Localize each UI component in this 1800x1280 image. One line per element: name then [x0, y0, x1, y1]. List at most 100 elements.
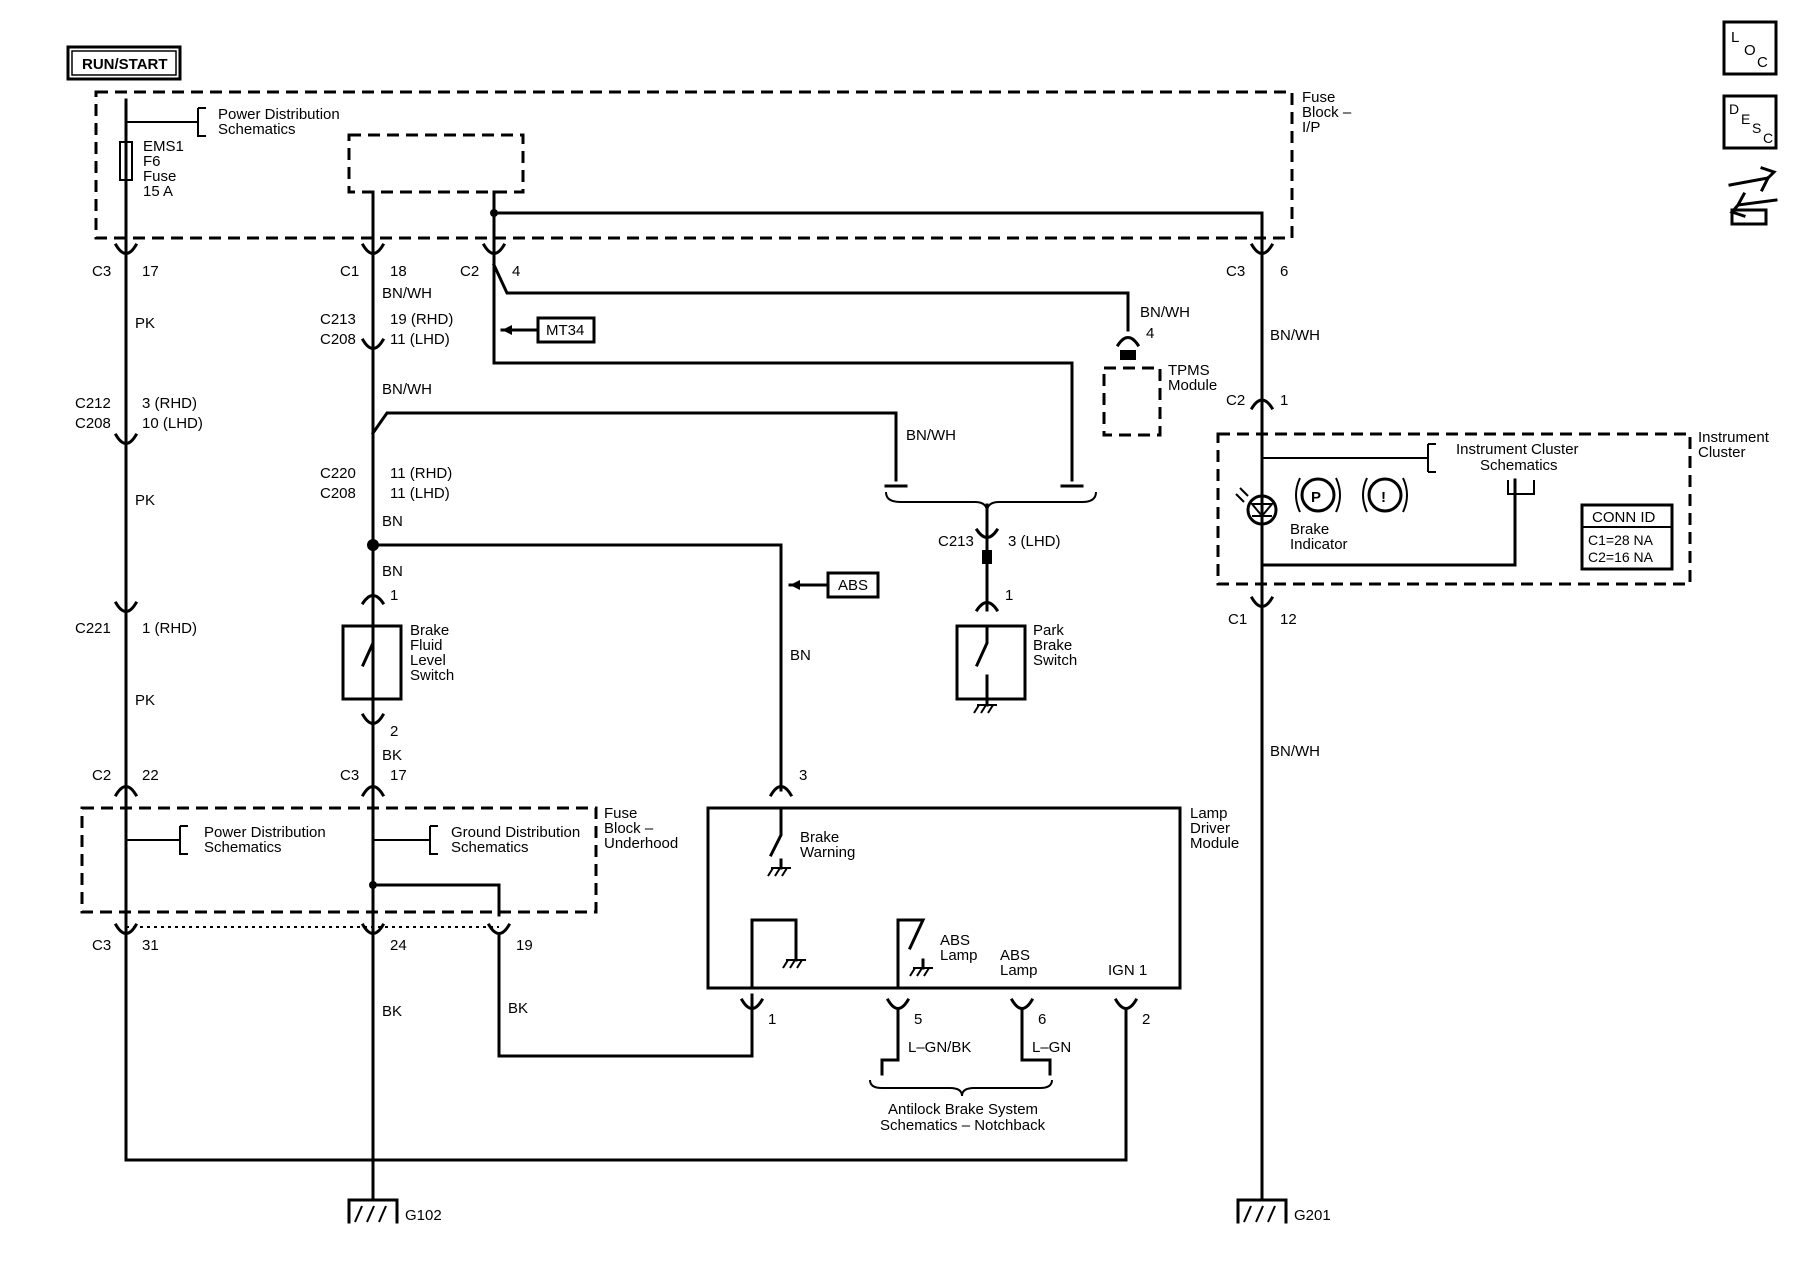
svg-text:C3: C3 — [92, 263, 111, 280]
svg-text:4: 4 — [1146, 325, 1154, 342]
location-view-button[interactable]: L O C — [1722, 20, 1778, 76]
ground-dist-ref: Ground Distribution — [451, 824, 580, 841]
harness-brace — [885, 491, 1097, 513]
park-symbol-icon: P — [1295, 477, 1341, 513]
wire-label-bn: BN — [382, 563, 403, 580]
svg-text:ABS: ABS — [940, 932, 970, 949]
ground-g102: G102 — [347, 1198, 442, 1224]
svg-text:Fuse: Fuse — [143, 168, 176, 185]
svg-text:C212: C212 — [75, 395, 111, 412]
svg-text:3 (RHD): 3 (RHD) — [142, 395, 197, 412]
svg-text:6: 6 — [1038, 1011, 1046, 1028]
svg-text:C1: C1 — [1228, 611, 1247, 628]
wire-label-pk: PK — [135, 315, 155, 332]
svg-text:L: L — [1731, 29, 1739, 46]
instrument-cluster-ref: Instrument Cluster — [1456, 441, 1579, 458]
run-start-label-box: RUN/START — [66, 45, 182, 81]
svg-text:C: C — [1757, 54, 1768, 71]
svg-text:IGN 1: IGN 1 — [1108, 962, 1147, 979]
wire-label-bn-wh: BN/WH — [906, 427, 956, 444]
svg-text:1: 1 — [768, 1011, 776, 1028]
svg-text:Underhood: Underhood — [604, 835, 678, 852]
svg-text:G201: G201 — [1294, 1207, 1331, 1224]
power-dist-ref-underhood: Power Distribution — [204, 824, 326, 841]
connector-c3-17: C3 17 — [92, 242, 159, 280]
internal-circuit-box — [347, 133, 525, 194]
wire-label-l-gn: L–GN — [1032, 1039, 1071, 1056]
wire-label-bn-wh: BN/WH — [382, 381, 432, 398]
splice-c212-c208: C212 C208 3 (RHD) 10 (LHD) — [75, 395, 203, 445]
svg-text:11 (RHD): 11 (RHD) — [390, 465, 452, 482]
wire-label-bk: BK — [382, 747, 402, 764]
wire-label-bk: BK — [382, 1003, 402, 1020]
connector-c1-18: C1 18 — [340, 242, 407, 280]
svg-text:O: O — [1744, 42, 1756, 59]
svg-text:1 (RHD): 1 (RHD) — [142, 620, 197, 637]
warning-symbol-icon: ! — [1362, 477, 1408, 513]
wire-label-pk: PK — [135, 492, 155, 509]
svg-text:Schematics: Schematics — [218, 121, 296, 138]
abs-schematics-ref: Antilock Brake System Schematics – Notch… — [869, 1079, 1053, 1134]
svg-text:4: 4 — [512, 263, 520, 280]
svg-text:C220: C220 — [320, 465, 356, 482]
fuse-block-ip: Fuse Block – I/P Power Distribution Sche… — [94, 89, 1352, 240]
svg-text:18: 18 — [390, 263, 407, 280]
svg-text:10 (LHD): 10 (LHD) — [142, 415, 203, 432]
ground-icon — [973, 704, 997, 714]
svg-text:C3: C3 — [1226, 263, 1245, 280]
svg-text:Indicator: Indicator — [1290, 536, 1348, 553]
svg-text:F6: F6 — [143, 153, 161, 170]
splice-c220-c208: C220 C208 11 (RHD) 11 (LHD) — [320, 465, 452, 502]
brake-indicator-led-icon — [1246, 494, 1278, 526]
svg-text:6: 6 — [1280, 263, 1288, 280]
svg-text:11 (LHD): 11 (LHD) — [390, 331, 450, 348]
svg-text:Instrument: Instrument — [1698, 429, 1770, 446]
svg-text:I/P: I/P — [1302, 119, 1320, 136]
svg-text:1: 1 — [1280, 392, 1288, 409]
instrument-cluster: Instrument Cluster Instrument Cluster Sc… — [1216, 429, 1770, 586]
svg-text:12: 12 — [1280, 611, 1297, 628]
svg-text:Switch: Switch — [410, 667, 454, 684]
svg-text:C1: C1 — [340, 263, 359, 280]
svg-text:24: 24 — [390, 937, 407, 954]
svg-text:11 (LHD): 11 (LHD) — [390, 485, 450, 502]
fuse-block-underhood: Fuse Block – Underhood C2 22 C3 17 Power… — [80, 767, 678, 954]
svg-text:Antilock Brake System: Antilock Brake System — [888, 1101, 1038, 1118]
wire-label-bn-wh: BN/WH — [382, 285, 432, 302]
svg-text:Schematics: Schematics — [451, 839, 529, 856]
svg-text:3: 3 — [799, 767, 807, 784]
svg-text:ABS: ABS — [1000, 947, 1030, 964]
wire-label-l-gn-bk: L–GN/BK — [908, 1039, 971, 1056]
svg-text:Schematics – Notchback: Schematics – Notchback — [880, 1117, 1046, 1134]
svg-text:Lamp: Lamp — [940, 947, 978, 964]
svg-text:2: 2 — [390, 723, 398, 740]
svg-text:P: P — [1311, 489, 1321, 506]
svg-text:C2=16 NA: C2=16 NA — [1588, 549, 1654, 565]
svg-text:Schematics: Schematics — [204, 839, 282, 856]
lamp-driver-module: 3 Lamp Driver Module Brake Warning ABS L… — [706, 767, 1239, 1076]
park-brake-switch: 1 Park Brake Switch — [955, 587, 1077, 714]
svg-text:C208: C208 — [320, 485, 356, 502]
wire-label-bn-wh: BN/WH — [1270, 743, 1320, 760]
svg-text:C2: C2 — [460, 263, 479, 280]
svg-text:C1=28 NA: C1=28 NA — [1588, 532, 1654, 548]
svg-text:19 (RHD): 19 (RHD) — [390, 311, 453, 328]
svg-text:2: 2 — [1142, 1011, 1150, 1028]
svg-text:Brake: Brake — [1033, 637, 1072, 654]
svg-text:Block –: Block – — [1302, 104, 1352, 121]
connector-arrows-icon[interactable] — [1728, 166, 1778, 226]
description-view-button[interactable]: D E S C — [1722, 94, 1778, 150]
wire-label-pk: PK — [135, 692, 155, 709]
connector-c2-4: C2 4 — [460, 242, 520, 280]
svg-text:C213: C213 — [938, 533, 974, 550]
wire-label-bn-wh: BN/WH — [1270, 327, 1320, 344]
svg-text:15 A: 15 A — [143, 183, 173, 200]
svg-text:Module: Module — [1190, 835, 1239, 852]
svg-text:19: 19 — [516, 937, 533, 954]
svg-text:Level: Level — [410, 652, 446, 669]
svg-text:5: 5 — [914, 1011, 922, 1028]
svg-text:EMS1: EMS1 — [143, 138, 184, 155]
svg-text:Schematics: Schematics — [1480, 457, 1558, 474]
brake-fluid-level-switch: 1 Brake Fluid Level Switch 2 — [341, 587, 454, 740]
svg-text:C3: C3 — [340, 767, 359, 784]
